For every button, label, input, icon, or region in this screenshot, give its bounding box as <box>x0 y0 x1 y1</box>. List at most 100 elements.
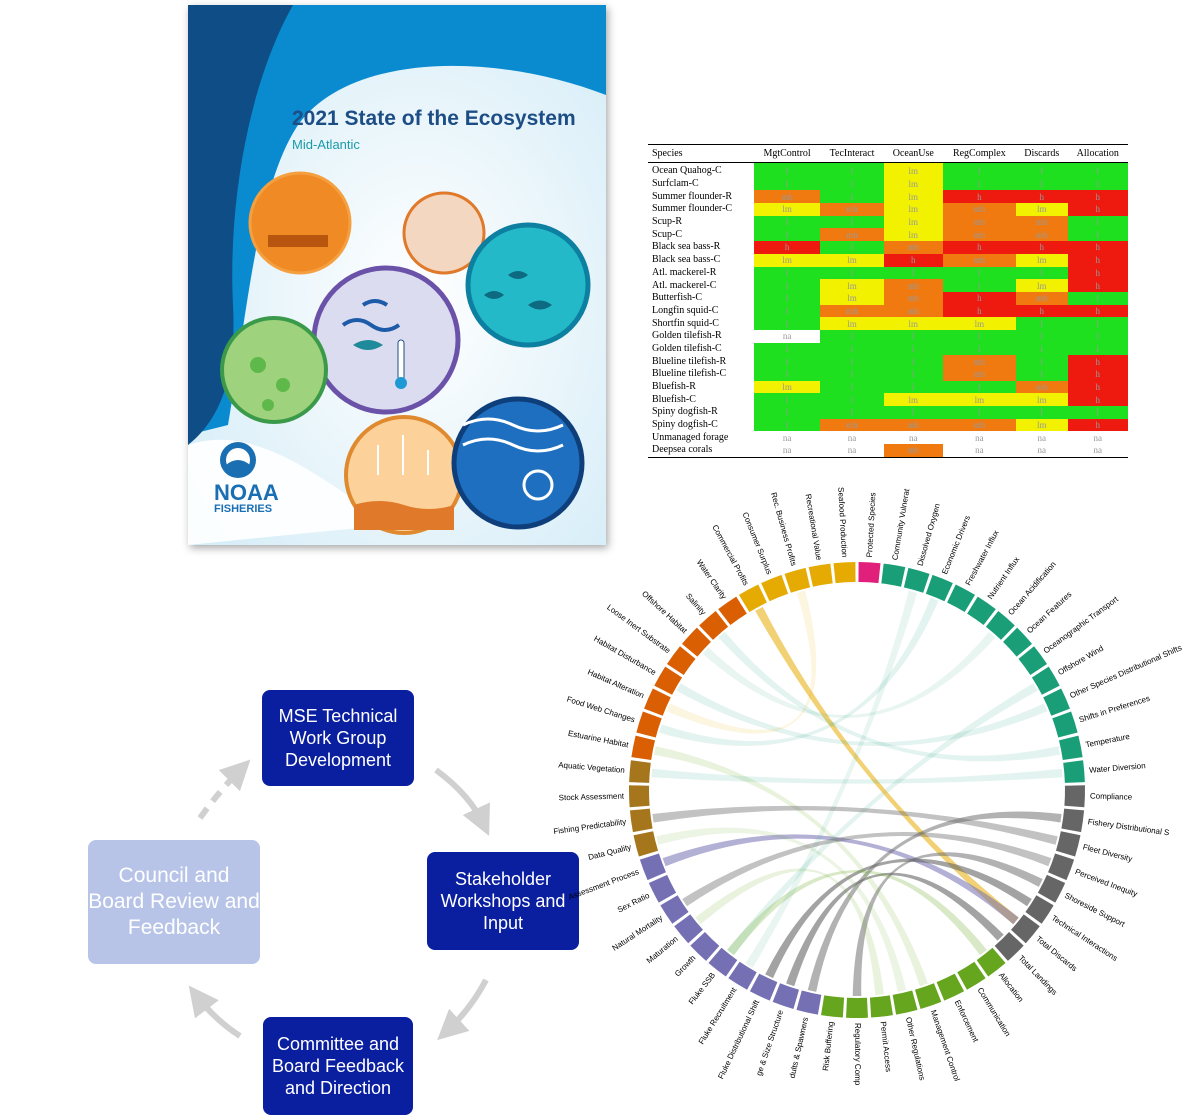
risk-cell: mh <box>883 418 943 432</box>
risk-cell: l <box>1015 355 1068 368</box>
risk-cell: l <box>820 266 884 280</box>
chord-label: Shifts in Preferences <box>1078 694 1151 725</box>
species-name: Spiny dogfish-C <box>652 419 718 431</box>
risk-cell: mh <box>1015 291 1068 305</box>
chord-arc-segment <box>869 995 893 1018</box>
risk-cell: l <box>1015 177 1068 191</box>
risk-cell: l <box>883 266 943 280</box>
risk-cell: l <box>942 380 1016 394</box>
risk-cell: h <box>942 291 1016 305</box>
chord-arc-segment <box>1037 874 1066 903</box>
risk-cell: l <box>753 162 821 178</box>
chord-label: Ocean Features <box>1025 590 1073 635</box>
chord-arc-segment <box>808 563 833 587</box>
mse-technical-work-group-box: MSE Technical Work Group Development <box>262 690 414 786</box>
column-header: TecInteract <box>820 144 884 163</box>
risk-cell: mh <box>820 228 884 242</box>
chord-arc-segment <box>629 760 651 783</box>
chord-label: Risk Buffering <box>821 1021 835 1071</box>
risk-cell: na <box>1067 431 1128 445</box>
cover-subtitle: Mid-Atlantic <box>292 137 360 152</box>
risk-cell: l <box>753 418 821 432</box>
risk-cell: l <box>820 406 884 419</box>
chord-arc-segment <box>1031 666 1060 695</box>
chord-label: dults & Spawners <box>788 1016 810 1079</box>
species-name: Summer flounder-R <box>652 190 733 202</box>
chord-label: Temperature <box>1085 732 1131 750</box>
chord-arc-segment <box>846 997 868 1018</box>
chord-arc-segment <box>629 808 653 833</box>
chord-label: Aquatic Vegetation <box>558 760 625 774</box>
chord-label: Permit Access <box>879 1021 894 1072</box>
chord-arc-segment <box>858 562 881 584</box>
chord-label: Communication <box>976 986 1013 1038</box>
chord-arc-segment <box>994 931 1024 961</box>
chord-arc-segment <box>690 931 720 961</box>
council-board-review-box: Council and Board Review and Feedback <box>88 840 260 964</box>
risk-cell: l <box>942 406 1016 419</box>
chord-arc-segment <box>682 627 711 657</box>
risk-cell: h <box>1067 279 1128 292</box>
chord-label: Management Control <box>929 1009 962 1083</box>
chord-arc-segment <box>947 584 976 613</box>
chord-arc-segment <box>784 567 811 593</box>
chord-arc-segment <box>985 611 1015 640</box>
risk-cell: l <box>1015 329 1068 343</box>
chord-label: Regulatory Comp <box>853 1023 862 1086</box>
species-name: Golden tilefish-R <box>652 330 722 342</box>
species-name: Blueline tilefish-R <box>652 355 727 367</box>
risk-cell: lm <box>1015 418 1068 432</box>
chord-arc-segment <box>738 584 767 613</box>
chord-label: Sex Ratio <box>616 891 652 915</box>
risk-cell: h <box>753 241 821 254</box>
risk-cell: l <box>942 177 1016 191</box>
risk-cell: mh <box>883 304 943 318</box>
risk-cell: mh <box>1015 228 1068 242</box>
chord-label: Protected Species <box>865 492 878 557</box>
risk-cell: l <box>1067 177 1128 191</box>
risk-cell: l <box>1015 317 1068 330</box>
risk-cell: l <box>1067 291 1128 305</box>
chord-label: Consumer Surplus <box>741 511 774 576</box>
chord-ribbon <box>745 590 918 968</box>
risk-cell: lm <box>883 228 943 242</box>
chord-label: Recreational Value <box>804 493 824 561</box>
risk-cell: l <box>820 162 884 178</box>
risk-cell: l <box>820 368 884 381</box>
species-name: Spiny dogfish-R <box>652 406 718 418</box>
chord-ribbon <box>727 869 987 956</box>
risk-cell: na <box>883 431 943 445</box>
cover-title: 2021 State of the Ecosystem <box>292 107 576 130</box>
risk-cell: l <box>820 215 884 229</box>
risk-cell: mh <box>942 418 1016 432</box>
report-cover: 2021 State of the Ecosystem Mid-Atlantic… <box>188 5 606 545</box>
species-name: Black sea bass-R <box>652 241 721 253</box>
risk-cell: h <box>942 190 1016 204</box>
species-name: Butterfish-C <box>652 292 702 304</box>
risk-cell: na <box>942 431 1016 445</box>
risk-cell: l <box>883 406 943 419</box>
chord-arc-segment <box>728 961 757 990</box>
chord-label: Fishery Distributional S <box>1087 817 1170 837</box>
chord-label: Salinity <box>684 592 708 617</box>
chord-arc-segment <box>1063 760 1085 783</box>
risk-cell: l <box>820 393 884 407</box>
chord-arc-segment <box>833 562 856 584</box>
risk-cell: h <box>1067 241 1128 254</box>
council-box-label: Council and Board Review and Feedback <box>88 864 260 939</box>
risk-cell: l <box>820 241 884 254</box>
chord-arc-segment <box>644 688 671 716</box>
risk-cell: l <box>883 368 943 381</box>
arrow-stakeholder-to-committee <box>437 978 489 1041</box>
chord-arc-segment <box>660 895 689 924</box>
risk-cell: l <box>820 380 884 394</box>
committee-board-box: Committee and Board Feedback and Directi… <box>263 1017 413 1115</box>
